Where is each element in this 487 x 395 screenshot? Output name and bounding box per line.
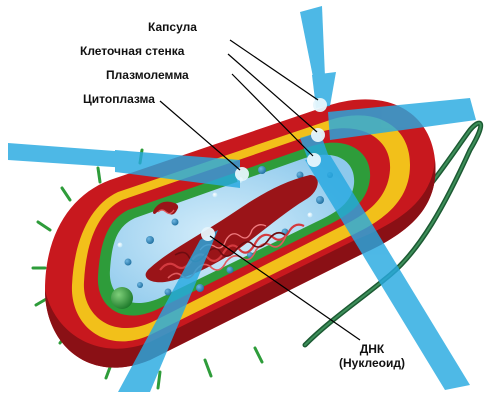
plasmid (111, 287, 133, 309)
cell-wall-label: Клеточная стенка (80, 44, 184, 58)
dna-label: ДНК (Нуклеоид) (332, 342, 412, 370)
cytoplasm-label: Цитоплазма (83, 92, 155, 106)
dna-label-line1: ДНК (332, 342, 412, 356)
capsule-label: Капсула (148, 20, 197, 34)
plasma-membrane-label: Плазмолемма (106, 68, 189, 82)
dna-label-line2: (Нуклеоид) (332, 356, 412, 370)
